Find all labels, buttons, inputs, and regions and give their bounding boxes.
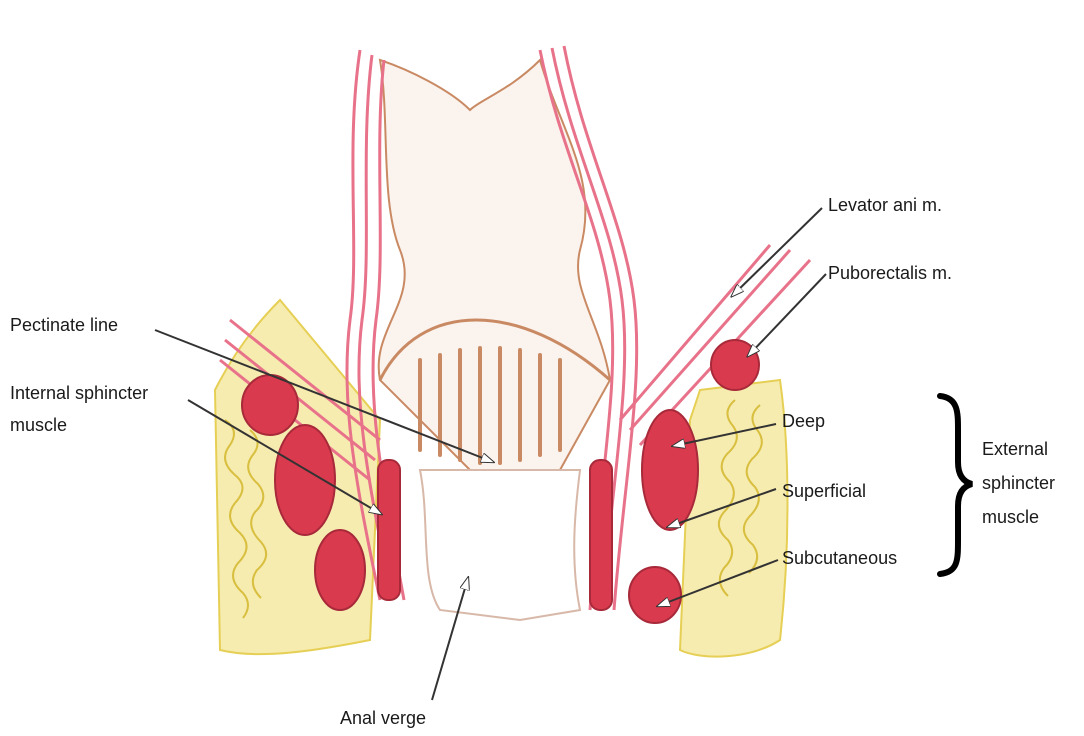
label-levator-ani: Levator ani m. — [828, 192, 942, 218]
label-deep: Deep — [782, 408, 825, 434]
label-subcutaneous: Subcutaneous — [782, 545, 897, 571]
label-external-1: External — [982, 436, 1048, 462]
label-anal-verge: Anal verge — [340, 705, 426, 731]
anal-canal — [420, 470, 580, 620]
label-external-3: muscle — [982, 504, 1039, 530]
ischioanal-fat-right — [680, 380, 788, 657]
label-external-2: sphincter — [982, 470, 1055, 496]
label-pectinate-line: Pectinate line — [10, 312, 118, 338]
internal-sphincter-left — [378, 460, 400, 600]
external-sphincter-brace — [940, 396, 972, 574]
label-internal-sphincter-2: muscle — [10, 412, 67, 438]
levator-ani-arrow — [732, 208, 822, 296]
label-superficial: Superficial — [782, 478, 866, 504]
label-puborectalis: Puborectalis m. — [828, 260, 952, 286]
rectum — [379, 60, 610, 470]
internal-sphincter-right — [590, 460, 612, 610]
label-internal-sphincter-1: Internal sphincter — [10, 380, 148, 406]
